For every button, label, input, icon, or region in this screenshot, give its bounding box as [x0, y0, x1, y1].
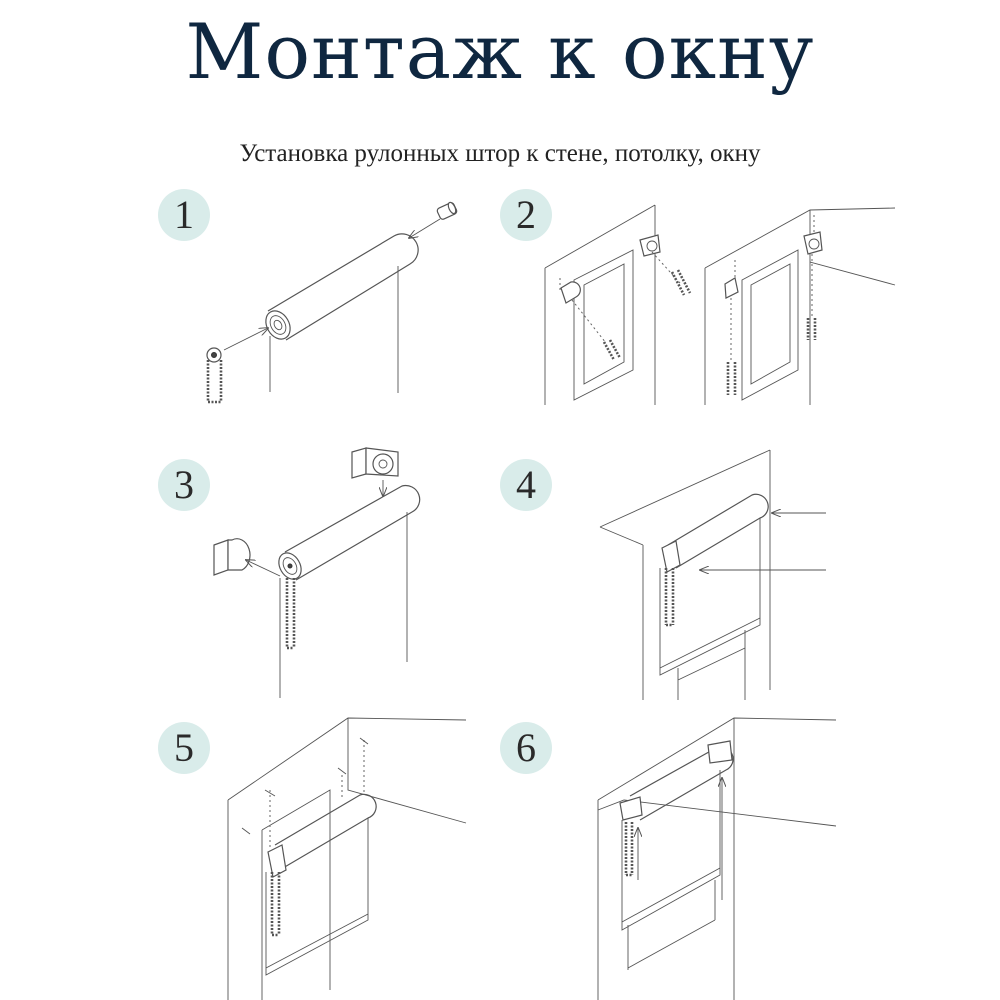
- step-2-illustration: [544, 204, 896, 405]
- step-badge-1: 1: [158, 189, 210, 241]
- step-5-illustration: [227, 717, 467, 1000]
- page-subtitle: Установка рулонных штор к стене, потолку…: [239, 140, 761, 167]
- chain-mechanism-icon: [206, 347, 223, 404]
- step-badge-5: 5: [158, 722, 210, 774]
- step-3-illustration: [213, 447, 421, 698]
- step-1-illustration: [206, 201, 458, 404]
- step-badge-4: 4: [500, 459, 552, 511]
- step-badge-3: 3: [158, 459, 210, 511]
- step-6-illustration: [597, 717, 837, 1000]
- step-4-illustration: [599, 449, 826, 700]
- end-cap-bracket-icon: [213, 538, 251, 576]
- page-title: Монтаж к окну: [185, 7, 815, 96]
- step-badge-6: 6: [500, 722, 552, 774]
- step-badge-2: 2: [500, 189, 552, 241]
- end-plug-icon: [436, 201, 458, 220]
